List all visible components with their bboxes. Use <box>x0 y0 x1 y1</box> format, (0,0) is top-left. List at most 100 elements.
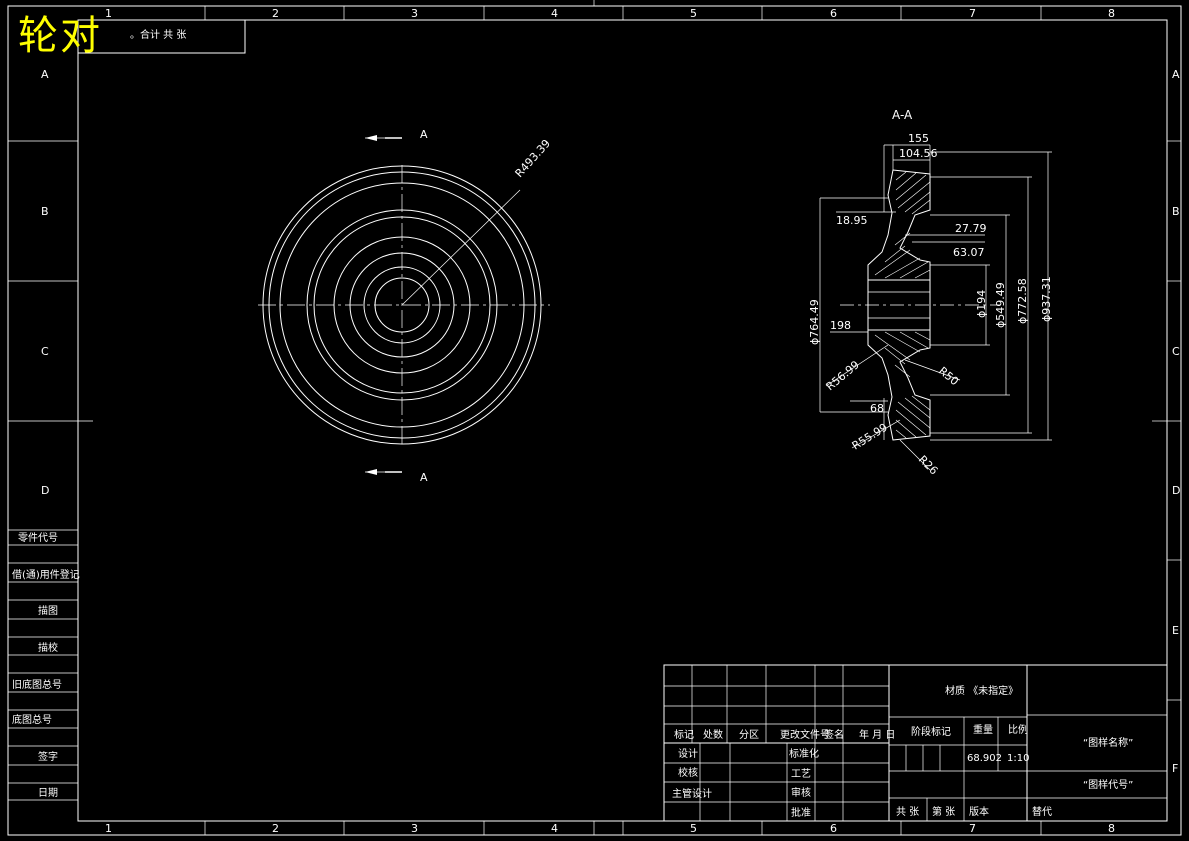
left-panel-label: 描校 <box>38 641 58 654</box>
dim-phi-194: ϕ194 <box>975 290 988 318</box>
bore <box>374 277 430 333</box>
top-note: 。合计 共 张 <box>130 28 186 41</box>
front-view: R493.39 A A <box>258 128 553 484</box>
tb-header: 分区 <box>739 729 759 741</box>
tb-drawing-code: “图样代号” <box>1083 778 1133 791</box>
tb-material: 材质 《未指定》 <box>945 684 1018 697</box>
tb-header: 更改文件号 <box>780 728 830 741</box>
web-circle <box>306 209 498 401</box>
col-label: 6 <box>830 7 837 20</box>
section-mark-top: A <box>420 128 428 141</box>
tb-bottom: 替代 <box>1032 805 1052 818</box>
hub-outer <box>349 252 455 358</box>
row-label: B <box>1172 205 1180 218</box>
row-labels-left: A B C D <box>41 68 49 497</box>
overlay-title: 轮对 <box>18 13 102 59</box>
rim-outer-2 <box>268 171 536 439</box>
dim-phi-764-49: ϕ764.49 <box>808 299 821 345</box>
col-label: 1 <box>105 822 112 835</box>
left-panel-label: 描图 <box>38 604 58 617</box>
col-label: 4 <box>551 822 558 835</box>
column-labels-top: 1 2 3 4 5 6 7 8 <box>105 7 1115 20</box>
dim-18-95: 18.95 <box>836 214 868 227</box>
tb-bottom: 第 张 <box>932 805 955 818</box>
inner-frame <box>77 19 1168 822</box>
row-label: E <box>1172 624 1179 637</box>
tb-signer: 设计 <box>678 747 698 760</box>
col-label: 7 <box>969 7 976 20</box>
row-label: D <box>41 484 49 497</box>
tb-header: 处数 <box>703 728 723 741</box>
hub-inner <box>363 266 441 344</box>
dim-r26: R26 <box>916 453 940 477</box>
dim-r50: R50 <box>936 364 961 388</box>
left-panel-label: 底图总号 <box>12 713 52 726</box>
tb-weight-label: 重量 <box>973 723 993 736</box>
tb-signer2: 批准 <box>791 806 811 819</box>
row-label: C <box>41 345 49 358</box>
tb-signer2: 工艺 <box>791 768 811 780</box>
front-radius-dim: R493.39 <box>513 137 554 180</box>
profile-upper <box>867 169 931 281</box>
column-labels-bottom: 1 2 3 4 5 6 7 8 <box>105 822 1115 835</box>
col-label: 2 <box>272 7 279 20</box>
tb-signer2: 审核 <box>791 786 811 799</box>
col-label: 4 <box>551 7 558 20</box>
col-label: 3 <box>411 7 418 20</box>
col-label: 3 <box>411 822 418 835</box>
row-label: A <box>41 68 49 81</box>
dim-phi-772-58: ϕ772.58 <box>1016 278 1029 324</box>
tb-scale-label: 比例 <box>1008 723 1028 736</box>
title-block: 标记 处数 分区 更改文件号 签名 年 月 日 设计 校核 主管设计 标准化 工… <box>663 664 1168 822</box>
tb-header: 标记 <box>674 729 694 741</box>
left-panel-label: 日期 <box>38 787 58 799</box>
tb-signer2: 标准化 <box>789 747 819 760</box>
web-circle-3 <box>333 236 471 374</box>
left-panel-label: 借(通)用件登记 <box>12 568 80 581</box>
outer-frame <box>7 5 1182 836</box>
left-panel-label: 零件代号 <box>18 532 58 544</box>
tb-bottom: 共 张 <box>896 806 919 818</box>
row-label: F <box>1172 762 1178 775</box>
web-circle-2 <box>313 216 491 394</box>
dim-198: 198 <box>830 319 851 332</box>
tb-header: 年 月 日 <box>859 728 895 741</box>
col-label: 5 <box>690 7 697 20</box>
left-panel-label: 签字 <box>38 750 58 763</box>
col-label: 8 <box>1108 7 1115 20</box>
section-view: A-A <box>808 108 1053 477</box>
dim-27-79: 27.79 <box>955 222 987 235</box>
dim-phi-937-31: ϕ937.31 <box>1040 276 1053 322</box>
row-label: D <box>1172 484 1180 497</box>
col-label: 6 <box>830 822 837 835</box>
tread-circle <box>279 182 525 428</box>
top-note-box <box>77 19 246 54</box>
tb-signer: 主管设计 <box>672 787 712 800</box>
dim-r56-99: R56.99 <box>824 358 862 393</box>
row-label: A <box>1172 68 1180 81</box>
col-label: 8 <box>1108 822 1115 835</box>
row-label: C <box>1172 345 1180 358</box>
dim-68: 68 <box>870 402 884 415</box>
row-labels-right: A B C D E F <box>1172 68 1180 775</box>
section-label: A-A <box>892 108 913 122</box>
tb-scale-value: 1:10 <box>1007 753 1029 764</box>
col-label: 1 <box>105 7 112 20</box>
dim-phi-549-49: ϕ549.49 <box>994 282 1007 328</box>
tb-drawing-name: “图样名称” <box>1083 736 1133 749</box>
row-label: B <box>41 205 49 218</box>
tb-bottom: 版本 <box>969 805 989 818</box>
profile-lower <box>867 329 931 441</box>
left-panel: 零件代号 借(通)用件登记 描图 描校 旧底图总号 底图总号 签字 日期 <box>8 529 80 801</box>
left-panel-label: 旧底图总号 <box>12 678 62 691</box>
tb-signer: 校核 <box>678 766 698 779</box>
col-label: 7 <box>969 822 976 835</box>
dim-155: 155 <box>908 132 929 145</box>
dim-63-07: 63.07 <box>953 246 985 259</box>
col-label: 5 <box>690 822 697 835</box>
tb-stage-label: 阶段标记 <box>911 725 951 738</box>
section-mark-bottom: A <box>420 471 428 484</box>
column-ticks <box>8 0 1181 835</box>
tb-header: 签名 <box>824 728 844 741</box>
col-label: 2 <box>272 822 279 835</box>
